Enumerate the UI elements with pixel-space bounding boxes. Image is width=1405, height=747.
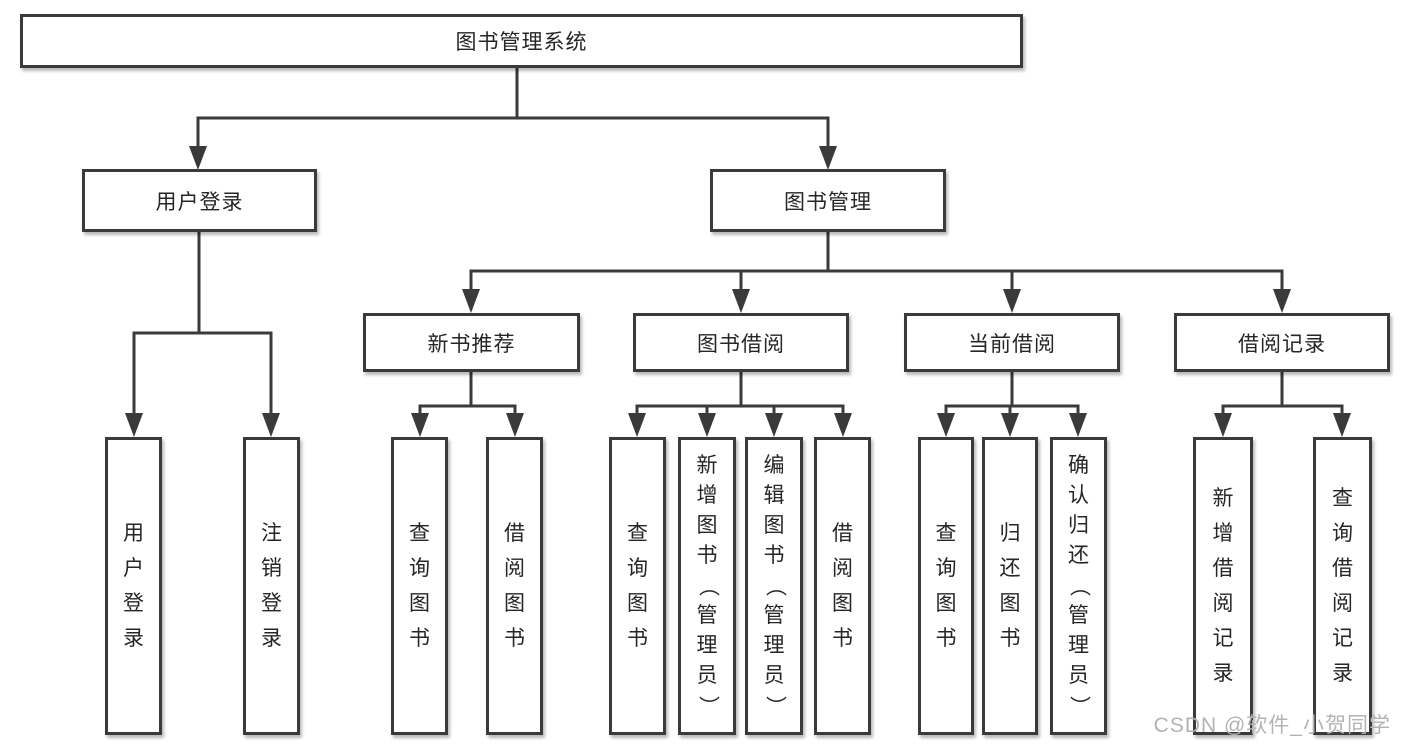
- leaf-return-book: 归还图书: [982, 437, 1038, 735]
- leaf-confirm-return-admin: 确认归还（管理员）: [1050, 437, 1107, 735]
- node-root-library-management-system: 图书管理系统: [20, 14, 1023, 68]
- leaf-query-books-borrow: 查询图书: [609, 437, 666, 735]
- csdn-watermark: CSDN @软件_小贺同学: [1153, 714, 1391, 737]
- leaf-query-books-current: 查询图书: [918, 437, 974, 735]
- leaf-borrow-books-borrow: 借阅图书: [814, 437, 871, 735]
- leaf-query-borrow-record: 查询借阅记录: [1313, 437, 1372, 735]
- leaf-query-books-recommend: 查询图书: [391, 437, 448, 735]
- node-new-book-recommend: 新书推荐: [363, 313, 580, 372]
- leaf-user-login: 用户登录: [105, 437, 162, 735]
- node-user-login: 用户登录: [82, 169, 317, 232]
- leaf-borrow-books-recommend: 借阅图书: [486, 437, 543, 735]
- leaf-add-book-admin: 新增图书（管理员）: [678, 437, 736, 735]
- leaf-add-borrow-record: 新增借阅记录: [1193, 437, 1253, 735]
- node-borrow-records: 借阅记录: [1174, 313, 1390, 372]
- node-current-borrow: 当前借阅: [904, 313, 1120, 372]
- leaf-edit-book-admin: 编辑图书（管理员）: [745, 437, 803, 735]
- leaf-logout-login: 注销登录: [243, 437, 300, 735]
- node-book-management: 图书管理: [710, 169, 946, 232]
- node-book-borrow: 图书借阅: [633, 313, 849, 372]
